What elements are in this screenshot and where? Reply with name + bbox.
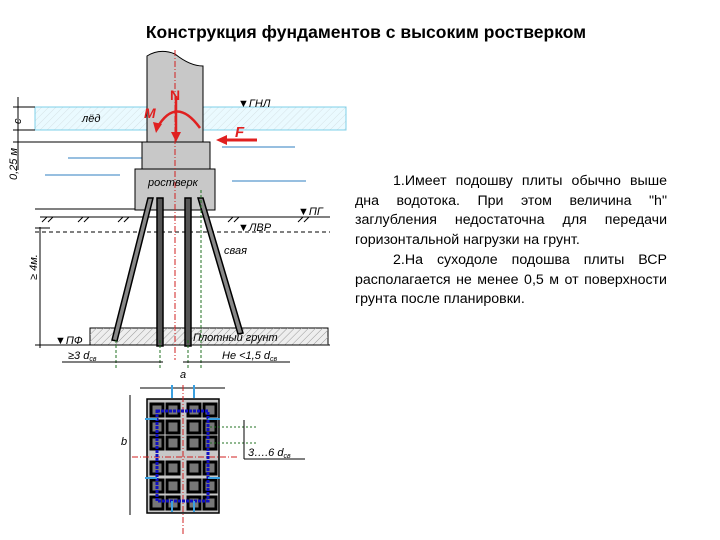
pile-section [186,435,202,451]
level-pf: ▼ПФ [55,335,83,347]
pile-section [202,478,218,494]
pier-cap [141,141,211,170]
dim-15d: Не <1,5 dсв [222,350,278,363]
water-lines [45,146,306,182]
plan-spacing-label: 3….6 dсв [248,447,291,460]
slide-title: Конструкция фундаментов с высоким ростве… [145,22,587,42]
paragraph-2: 2.На суходоле подошва плиты ВСР располаг… [355,251,667,308]
dim-c: с [12,118,24,124]
plan-b-label: b [121,436,127,448]
moment-m-label: M [144,105,156,121]
plan-a-label: a [180,369,186,381]
pile-section [186,478,202,494]
paragraph-1: 1.Имеет подошву плиты обычно выше дна во… [355,173,667,249]
dim-3d: ≥3 dсв [68,350,97,363]
pile-section [202,495,218,511]
dense-soil-label: Плотный грунт [193,332,278,344]
rostverk-label: ростверк [147,177,199,189]
ice-label: лёд [81,113,100,125]
pile-section [186,460,202,476]
piles [111,197,244,347]
pile-section [165,460,181,476]
dim-4m: ≥ 4м. [28,254,40,280]
pile-section [165,435,181,451]
pile-plan: a b 3….6 dсв [121,369,305,535]
level-lvr: ▼ЛВР [238,222,272,234]
pile-section [186,419,202,435]
level-pg: ▼ПГ [298,206,324,218]
pile-section [202,460,218,476]
pile-section [165,419,181,435]
pile-label: свая [224,245,247,257]
pile-section [165,478,181,494]
force-n-label: N [170,87,180,103]
level-gnl: ▼ГНЛ [238,98,271,110]
force-f-label: F [235,124,245,141]
description: 1.Имеет подошву плиты обычно выше дна во… [355,172,667,310]
dim-025: 0,25 м [8,148,20,180]
